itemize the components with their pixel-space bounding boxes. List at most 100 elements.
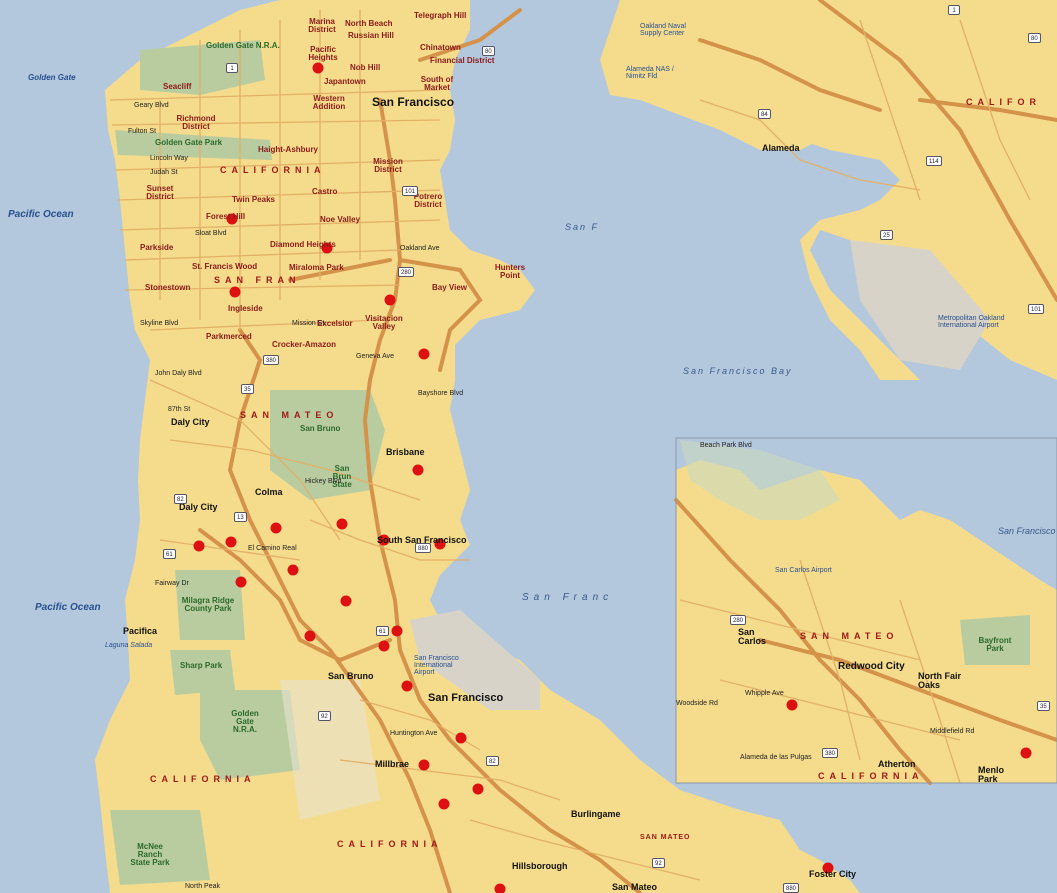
- location-marker[interactable]: [287, 564, 299, 576]
- hood-ingleside: Ingleside: [228, 304, 263, 313]
- san-bruno-mtn-shape: [270, 390, 385, 500]
- street-middlefield: Middlefield Rd: [930, 728, 975, 735]
- location-marker[interactable]: [312, 62, 324, 74]
- gg-nra-south-shape: [200, 690, 300, 780]
- sfo-label: San Francisco International Airport: [414, 655, 459, 676]
- hood-japantown: Japantown: [324, 77, 366, 86]
- park-milagra: Milagra Ridge County Park: [181, 596, 235, 613]
- hood-stonestown: Stonestown: [145, 283, 191, 292]
- hood-crocker: Crocker-Amazon: [272, 340, 337, 349]
- region-california-sf: CALIFORNIA: [220, 165, 326, 175]
- bayfront-park-shape: [960, 615, 1030, 665]
- hood-haight: Haight-Ashbury: [258, 145, 318, 154]
- street-woodside: Woodside Rd: [676, 700, 718, 707]
- city-foster-city: Foster City: [809, 869, 857, 879]
- location-marker[interactable]: [321, 242, 333, 254]
- city-burlingame: Burlingame: [571, 809, 621, 819]
- sharp-park-shape: [170, 650, 235, 695]
- location-marker[interactable]: [235, 576, 247, 588]
- location-marker[interactable]: [418, 348, 430, 360]
- hood-parkside: Parkside: [140, 243, 174, 252]
- presidio-shape: [140, 40, 265, 95]
- city-san-mateo: San Mateo: [612, 882, 658, 892]
- location-marker[interactable]: [304, 630, 316, 642]
- location-marker[interactable]: [391, 625, 403, 637]
- location-marker[interactable]: [401, 680, 413, 692]
- highway-shield-icon: 13: [234, 512, 247, 522]
- city-redwood-city: Redwood City: [838, 661, 905, 672]
- highway-shield-icon: 114: [926, 156, 942, 166]
- location-marker[interactable]: [412, 464, 424, 476]
- hood-richmond: Richmond District: [176, 114, 216, 131]
- location-marker[interactable]: [786, 699, 798, 711]
- location-marker[interactable]: [438, 798, 450, 810]
- oakland-naval-label: Oakland Naval Supply Center: [640, 23, 686, 37]
- region-california-inset: CALIFORNIA: [818, 771, 924, 781]
- region-san-mateo-inset: SAN MATEO: [800, 631, 899, 641]
- hood-parkmerced: Parkmerced: [206, 332, 252, 341]
- pacific-ocean-label-1: Pacific Ocean: [8, 209, 74, 220]
- highway-shield-icon: 880: [415, 543, 432, 553]
- location-marker[interactable]: [378, 534, 390, 546]
- city-brisbane: Brisbane: [386, 447, 425, 457]
- golden-gate-water-label: Golden Gate: [28, 73, 76, 82]
- location-marker[interactable]: [455, 732, 467, 744]
- highway-shield-icon: 880: [783, 883, 800, 893]
- city-hillsborough: Hillsborough: [512, 861, 568, 871]
- location-marker[interactable]: [225, 536, 237, 548]
- hood-mission: Mission District: [373, 157, 403, 174]
- pacific-ocean-label-2: Pacific Ocean: [35, 602, 101, 613]
- oakland-airport-shape: [850, 240, 990, 370]
- sf-bay-label: San Francisco Bay: [683, 366, 793, 376]
- hood-excelsior: Excelsior: [317, 319, 353, 328]
- city-atherton: Atherton: [878, 759, 916, 769]
- mcnee-shape: [110, 810, 210, 885]
- hood-chinatown: Chinatown: [420, 43, 461, 52]
- street-lincoln: Lincoln Way: [150, 155, 188, 162]
- street-fulton: Fulton St: [128, 128, 157, 135]
- location-marker[interactable]: [1020, 747, 1032, 759]
- location-marker[interactable]: [336, 518, 348, 530]
- city-daly-city-1: Daly City: [171, 417, 210, 427]
- location-marker[interactable]: [494, 883, 506, 893]
- highway-shield-icon: 35: [1037, 701, 1050, 711]
- city-menlo-park: Menlo Park: [978, 765, 1004, 784]
- hood-hunters-point: Hunters Point: [494, 263, 526, 280]
- region-california-ne: CALIFOR: [966, 97, 1041, 107]
- street-fairway: Fairway Dr: [155, 580, 189, 587]
- hood-south-market: South of Market: [420, 75, 454, 92]
- location-marker[interactable]: [340, 595, 352, 607]
- location-marker[interactable]: [229, 286, 241, 298]
- location-marker[interactable]: [434, 538, 446, 550]
- location-marker[interactable]: [270, 522, 282, 534]
- highway-shield-icon: 80: [1028, 33, 1041, 43]
- location-marker[interactable]: [384, 294, 396, 306]
- region-california-s: CALIFORNIA: [337, 839, 443, 849]
- city-daly-city-2: Daly City: [179, 502, 218, 512]
- hood-north-beach: North Beach: [345, 19, 393, 28]
- highway-shield-icon: 1: [226, 63, 238, 73]
- street-skyline: Skyline Blvd: [140, 320, 179, 327]
- highway-shield-icon: 82: [174, 494, 187, 504]
- location-marker[interactable]: [472, 783, 484, 795]
- location-marker[interactable]: [193, 540, 205, 552]
- inset-border: [675, 437, 1057, 784]
- location-marker[interactable]: [418, 759, 430, 771]
- location-marker[interactable]: [226, 213, 238, 225]
- street-hickey: Hickey Blvd: [305, 478, 342, 485]
- milagra-shape: [175, 570, 245, 640]
- highway-shield-icon: 101: [402, 186, 419, 196]
- street-mission: Mission St: [292, 320, 325, 327]
- hood-st-francis-wood: St. Francis Wood: [192, 262, 258, 271]
- local-roads: [109, 10, 1031, 881]
- san-f-label: San F: [565, 222, 600, 232]
- highway-shield-icon: 84: [758, 109, 771, 119]
- hood-visitacion: Visitacion Valley: [365, 314, 403, 331]
- location-marker[interactable]: [378, 640, 390, 652]
- san-carlos-airport-label: San Carlos Airport: [775, 567, 832, 574]
- location-marker[interactable]: [822, 862, 834, 874]
- city-millbrae: Millbrae: [375, 759, 410, 769]
- region-san-mateo-small: SAN MATEO: [640, 834, 691, 841]
